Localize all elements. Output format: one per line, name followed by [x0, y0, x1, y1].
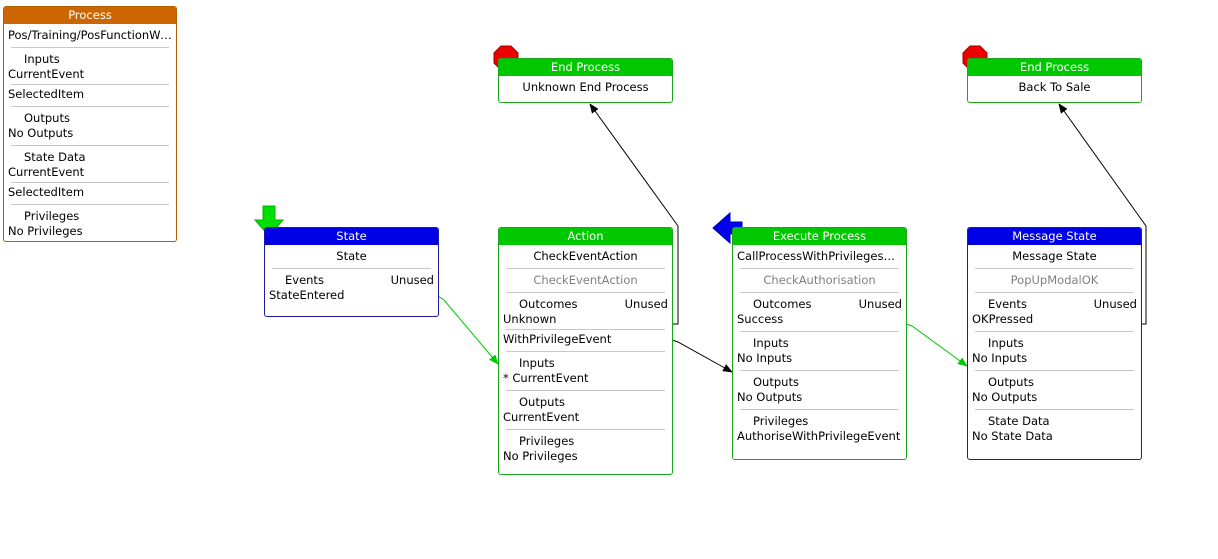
end-process-node-unknown[interactable]: End Process Unknown End Process — [498, 58, 673, 103]
message-state-data-label: State Data — [988, 414, 1050, 428]
execute-process-node[interactable]: Execute Process CallProcessWithPrivilege… — [732, 227, 907, 460]
execute-unused-label: Unused — [858, 297, 902, 311]
message-outputs-label: Outputs — [988, 375, 1034, 389]
action-header: Action — [499, 228, 672, 245]
divider — [11, 84, 169, 85]
message-header: Message State — [968, 228, 1141, 245]
link-execute-to-message — [905, 323, 968, 367]
action-outcome-item[interactable]: Unknown — [503, 312, 557, 326]
state-header: State — [265, 228, 438, 245]
divider — [975, 268, 1134, 269]
message-state-node[interactable]: Message State Message State PopUpModalOK… — [967, 227, 1142, 460]
end-process-node-back-to-sale[interactable]: End Process Back To Sale — [967, 58, 1142, 103]
message-event-item[interactable]: OKPressed — [972, 312, 1034, 326]
action-outcomes-label: Outcomes — [519, 297, 578, 311]
process-state-data-item: CurrentEvent — [8, 165, 85, 179]
execute-outcomes-row: Outcomes Unused — [733, 297, 906, 312]
action-outcome-item[interactable]: WithPrivilegeEvent — [503, 332, 612, 346]
process-path: Pos/Training/PosFunctionWit... — [8, 28, 176, 42]
execute-inputs-label: Inputs — [753, 336, 789, 350]
execute-name: CallProcessWithPrivilegesActi... — [737, 249, 906, 263]
execute-input-item: No Inputs — [737, 351, 793, 365]
state-events-row: Events Unused — [265, 273, 438, 288]
message-state-data-item: No State Data — [972, 429, 1053, 443]
divider — [975, 331, 1134, 332]
action-node[interactable]: Action CheckEventAction CheckEventAction… — [498, 227, 673, 475]
action-inputs-label: Inputs — [519, 356, 555, 370]
execute-header: Execute Process — [733, 228, 906, 245]
message-inputs-label: Inputs — [988, 336, 1024, 350]
message-subname: PopUpModalOK — [1010, 273, 1099, 287]
divider — [272, 268, 431, 269]
divider — [11, 182, 169, 183]
divider — [740, 370, 899, 371]
link-action-to-execute — [671, 339, 733, 373]
divider — [740, 331, 899, 332]
divider — [506, 292, 665, 293]
divider — [506, 429, 665, 430]
link-action-to-end1 — [589, 103, 679, 325]
process-state-data-label: State Data — [24, 150, 86, 164]
state-node[interactable]: State State Events Unused StateEntered — [264, 227, 439, 317]
action-subname: CheckEventAction — [533, 273, 638, 287]
process-output-item: No Outputs — [8, 126, 74, 140]
divider — [740, 268, 899, 269]
message-name: Message State — [1012, 249, 1097, 263]
end-process-name: Back To Sale — [1018, 80, 1091, 94]
divider — [740, 292, 899, 293]
execute-outcomes-label: Outcomes — [753, 297, 812, 311]
message-events-row: Events Unused — [968, 297, 1141, 312]
process-state-data-item: SelectedItem — [8, 185, 85, 199]
process-inputs-label: Inputs — [24, 52, 60, 66]
message-input-item: No Inputs — [972, 351, 1028, 365]
process-header: Process — [4, 7, 176, 24]
action-outputs-label: Outputs — [519, 395, 565, 409]
state-events-label: Events — [285, 273, 324, 287]
action-outcomes-row: Outcomes Unused — [499, 297, 672, 312]
process-outputs-label: Outputs — [24, 111, 70, 125]
state-name: State — [336, 249, 367, 263]
link-message-to-end2 — [1058, 103, 1147, 325]
execute-privilege-item: AuthoriseWithPrivilegeEvent — [737, 429, 901, 443]
execute-privileges-label: Privileges — [753, 414, 809, 428]
state-unused-label: Unused — [390, 273, 434, 287]
state-event-item[interactable]: StateEntered — [269, 288, 345, 302]
divider — [975, 370, 1134, 371]
end-process-header: End Process — [499, 59, 672, 76]
process-node[interactable]: Process Pos/Training/PosFunctionWit... I… — [3, 6, 177, 242]
divider — [975, 409, 1134, 410]
process-input-item: SelectedItem — [8, 87, 85, 101]
divider — [11, 106, 169, 107]
process-privileges-label: Privileges — [24, 209, 80, 223]
message-events-label: Events — [988, 297, 1027, 311]
divider — [506, 268, 665, 269]
action-unused-label: Unused — [624, 297, 668, 311]
execute-output-item: No Outputs — [737, 390, 803, 404]
action-output-item: CurrentEvent — [503, 410, 580, 424]
divider — [506, 390, 665, 391]
process-input-item: CurrentEvent — [8, 67, 85, 81]
link-state-to-action — [437, 295, 499, 365]
end-process-name: Unknown End Process — [522, 80, 649, 94]
end-process-header: End Process — [968, 59, 1141, 76]
divider — [11, 47, 169, 48]
action-name: CheckEventAction — [533, 249, 638, 263]
message-output-item: No Outputs — [972, 390, 1038, 404]
execute-outputs-label: Outputs — [753, 375, 799, 389]
divider — [506, 351, 665, 352]
execute-subname: CheckAuthorisation — [763, 273, 876, 287]
action-input-item: * CurrentEvent — [503, 371, 589, 385]
divider — [11, 204, 169, 205]
message-unused-label: Unused — [1093, 297, 1137, 311]
divider — [975, 292, 1134, 293]
action-privileges-label: Privileges — [519, 434, 575, 448]
process-privilege-item: No Privileges — [8, 224, 83, 238]
divider — [506, 329, 665, 330]
execute-outcome-item[interactable]: Success — [737, 312, 784, 326]
divider — [740, 409, 899, 410]
divider — [11, 145, 169, 146]
action-privilege-item: No Privileges — [503, 449, 578, 463]
